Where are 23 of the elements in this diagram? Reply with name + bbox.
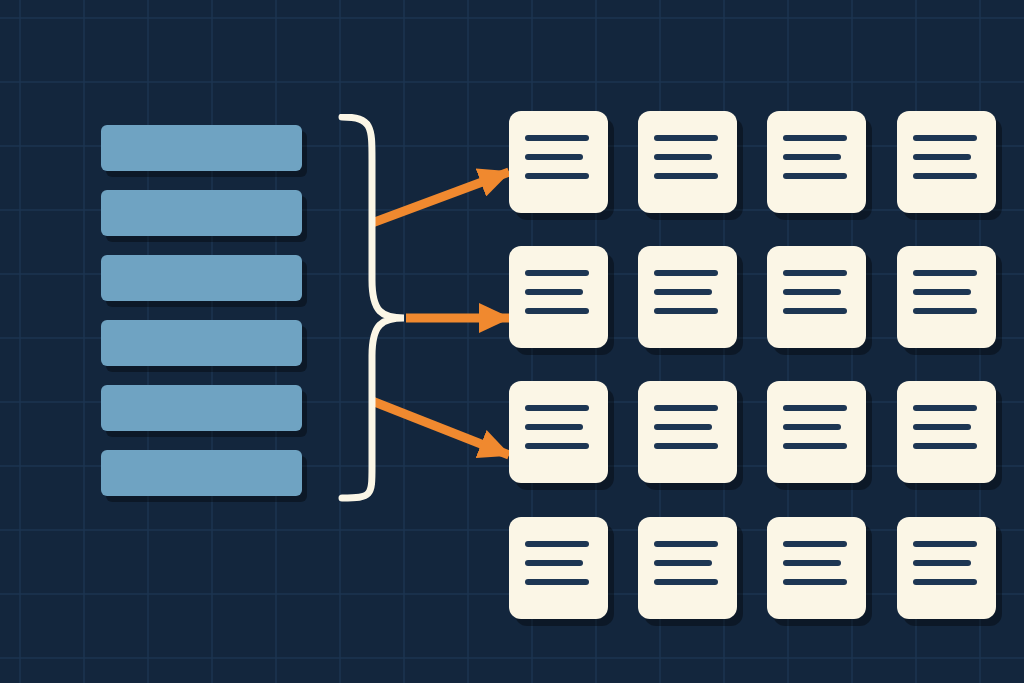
document-card [897,246,996,348]
document-card [897,111,996,213]
arrow [406,303,511,333]
document-card [767,111,866,213]
document-card [638,517,737,619]
document-card [509,517,608,619]
document-card [509,381,608,483]
document-card [638,246,737,348]
document-card [767,381,866,483]
document-card [767,246,866,348]
document-card [509,246,608,348]
list-bar [101,385,302,431]
document-card [638,381,737,483]
list-bar [101,320,302,366]
list-bar [101,190,302,236]
list-bar [101,125,302,171]
list-bar [101,255,302,301]
document-card [897,381,996,483]
list-bar [101,450,302,496]
document-card [767,517,866,619]
document-card [897,517,996,619]
document-card [638,111,737,213]
document-card [509,111,608,213]
